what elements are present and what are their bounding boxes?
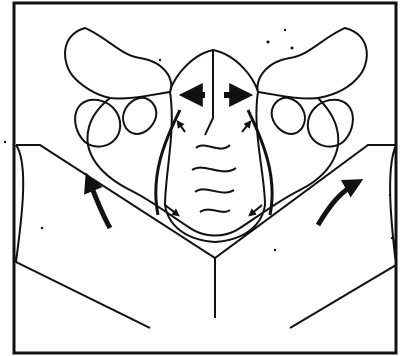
arrow-icon — [165, 122, 262, 215]
femoral-head-right-icon — [308, 100, 353, 147]
obturator-foramen-right-icon — [272, 98, 305, 134]
femoral-head-left-icon — [75, 100, 120, 147]
legs-outline — [16, 145, 396, 328]
scan-speckles — [4, 29, 393, 251]
iliac-wing-left-icon — [65, 28, 171, 98]
pubic-rami — [156, 110, 272, 215]
frame-border — [14, 3, 396, 353]
sacral-foramina — [192, 145, 236, 212]
obturator-foramen-left-icon — [123, 98, 156, 134]
central-crest — [205, 50, 213, 135]
iliac-wing-right-icon — [257, 28, 366, 98]
sacrum-icon — [165, 50, 265, 242]
